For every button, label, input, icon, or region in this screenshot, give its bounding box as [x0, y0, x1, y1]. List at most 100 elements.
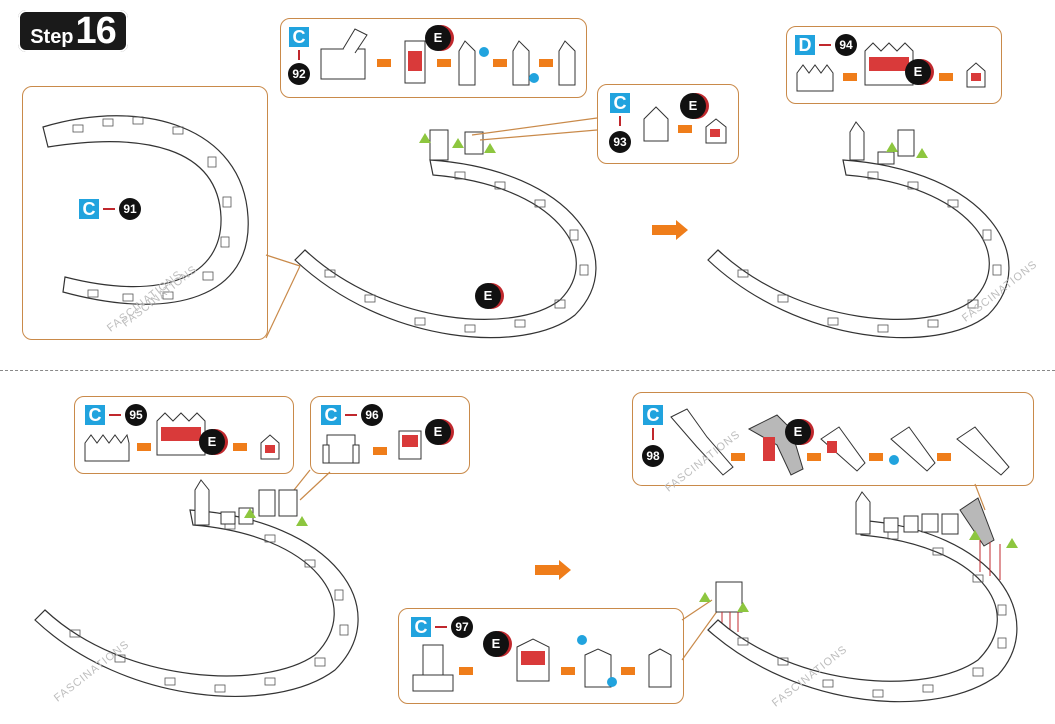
callout-d94: D 94 E — [786, 26, 1002, 104]
section-divider — [0, 370, 1055, 371]
tower-icon — [512, 40, 530, 86]
blue-dot-icon — [889, 455, 899, 465]
house-row-icon — [84, 433, 130, 462]
tower-icon — [558, 40, 576, 86]
tower-icon — [458, 40, 476, 86]
tower-part-icon — [412, 644, 454, 692]
callout-number: 93 — [609, 131, 631, 153]
callout-number: 91 — [119, 198, 141, 220]
callout-leader-91 — [265, 254, 301, 339]
blue-dot-icon — [607, 677, 617, 687]
green-triangle-icon — [969, 530, 1018, 548]
step-arrow-icon — [137, 443, 151, 451]
connector-dash — [435, 626, 447, 628]
step-arrow-icon — [373, 447, 387, 455]
house-row-icon — [796, 64, 834, 92]
callout-c93: C 93 E — [597, 84, 739, 164]
step-arrow-icon — [807, 453, 821, 461]
green-triangle-icon — [699, 592, 749, 612]
step-arrow-icon — [459, 667, 473, 675]
step-arrow-icon — [233, 443, 247, 451]
step-e-badge: E — [785, 419, 811, 445]
connector-dash — [619, 116, 621, 126]
step-arrow-icon — [869, 453, 883, 461]
step-badge: Step 16 — [18, 10, 128, 52]
step-e-badge: E — [199, 429, 225, 455]
step-e-badge: E — [425, 25, 451, 51]
connector-dash — [819, 44, 831, 46]
callout-c92: C 92 E — [280, 18, 587, 98]
callout-letter: C — [610, 93, 630, 113]
track-e-badge: E — [475, 283, 501, 309]
house-fold-icon — [156, 412, 206, 456]
bridge-icon — [956, 426, 1010, 476]
tower-icon — [648, 648, 672, 688]
connector-dash — [103, 208, 115, 210]
step-arrow-icon — [493, 59, 507, 67]
tower-fold-icon — [516, 638, 550, 682]
callout-leader-93 — [471, 117, 598, 141]
green-triangle-icon — [419, 133, 496, 153]
track-main-4 — [707, 491, 1018, 703]
house-icon — [966, 62, 986, 88]
connector-dash — [109, 414, 121, 416]
track-shape-91 — [42, 115, 249, 305]
step-arrow-icon — [678, 125, 692, 133]
house-part-icon — [643, 106, 669, 142]
shop-part-icon — [322, 434, 360, 464]
track-main-2 — [707, 121, 1010, 339]
step-arrow-icon — [843, 73, 857, 81]
callout-c91: C 91 FASCINATIONS — [22, 86, 268, 340]
callout-number: 96 — [361, 404, 383, 426]
step-arrow-icon — [561, 667, 575, 675]
green-triangle-icon — [886, 142, 928, 158]
callout-letter: D — [795, 35, 815, 55]
track-main-1 — [294, 129, 597, 339]
tower-standing-icon — [715, 581, 743, 632]
callout-number: 97 — [451, 616, 473, 638]
house-fold-icon — [864, 42, 914, 86]
step-arrow-icon — [539, 59, 553, 67]
blue-dot-icon — [479, 47, 489, 57]
callout-letter: C — [289, 27, 309, 47]
house-fold-icon — [705, 118, 727, 144]
bridge-icon — [890, 426, 936, 472]
connector-dash — [345, 414, 357, 416]
callout-number: 98 — [642, 445, 664, 467]
callout-leader-97 — [681, 599, 719, 661]
step-e-badge: E — [905, 59, 931, 85]
step-e-badge: E — [425, 419, 451, 445]
callout-c97: C 97 E — [398, 608, 684, 704]
step-arrow-icon — [437, 59, 451, 67]
callout-letter: C — [411, 617, 431, 637]
step-arrow-icon — [937, 453, 951, 461]
tower-part-icon — [320, 28, 368, 80]
green-triangle-icon — [244, 508, 308, 526]
step-number: 16 — [75, 10, 117, 52]
tower-icon — [584, 648, 612, 688]
callout-number: 95 — [125, 404, 147, 426]
step-arrow-icon — [535, 560, 571, 580]
house-icon — [260, 434, 280, 460]
step-arrow-icon — [621, 667, 635, 675]
callout-letter: C — [79, 199, 99, 219]
callout-c95: C 95 E — [74, 396, 294, 474]
tower-fold-icon — [404, 40, 426, 84]
step-arrow-icon — [731, 453, 745, 461]
callout-letter: C — [321, 405, 341, 425]
step-word: Step — [30, 26, 74, 48]
callout-c98: C 98 E FASCINATIONS — [632, 392, 1034, 494]
callout-letter: C — [85, 405, 105, 425]
connector-dash — [652, 428, 654, 440]
shop-fold-icon — [398, 430, 422, 460]
callout-number: 92 — [288, 63, 310, 85]
callout-leader-98 — [974, 483, 986, 511]
blue-dot-icon — [577, 635, 587, 645]
step-e-badge: E — [680, 93, 706, 119]
callout-letter: C — [643, 405, 663, 425]
callout-number: 94 — [835, 34, 857, 56]
blue-dot-icon — [529, 73, 539, 83]
bridge-icon — [820, 426, 866, 472]
step-e-badge: E — [483, 631, 509, 657]
step-arrow-icon — [939, 73, 953, 81]
